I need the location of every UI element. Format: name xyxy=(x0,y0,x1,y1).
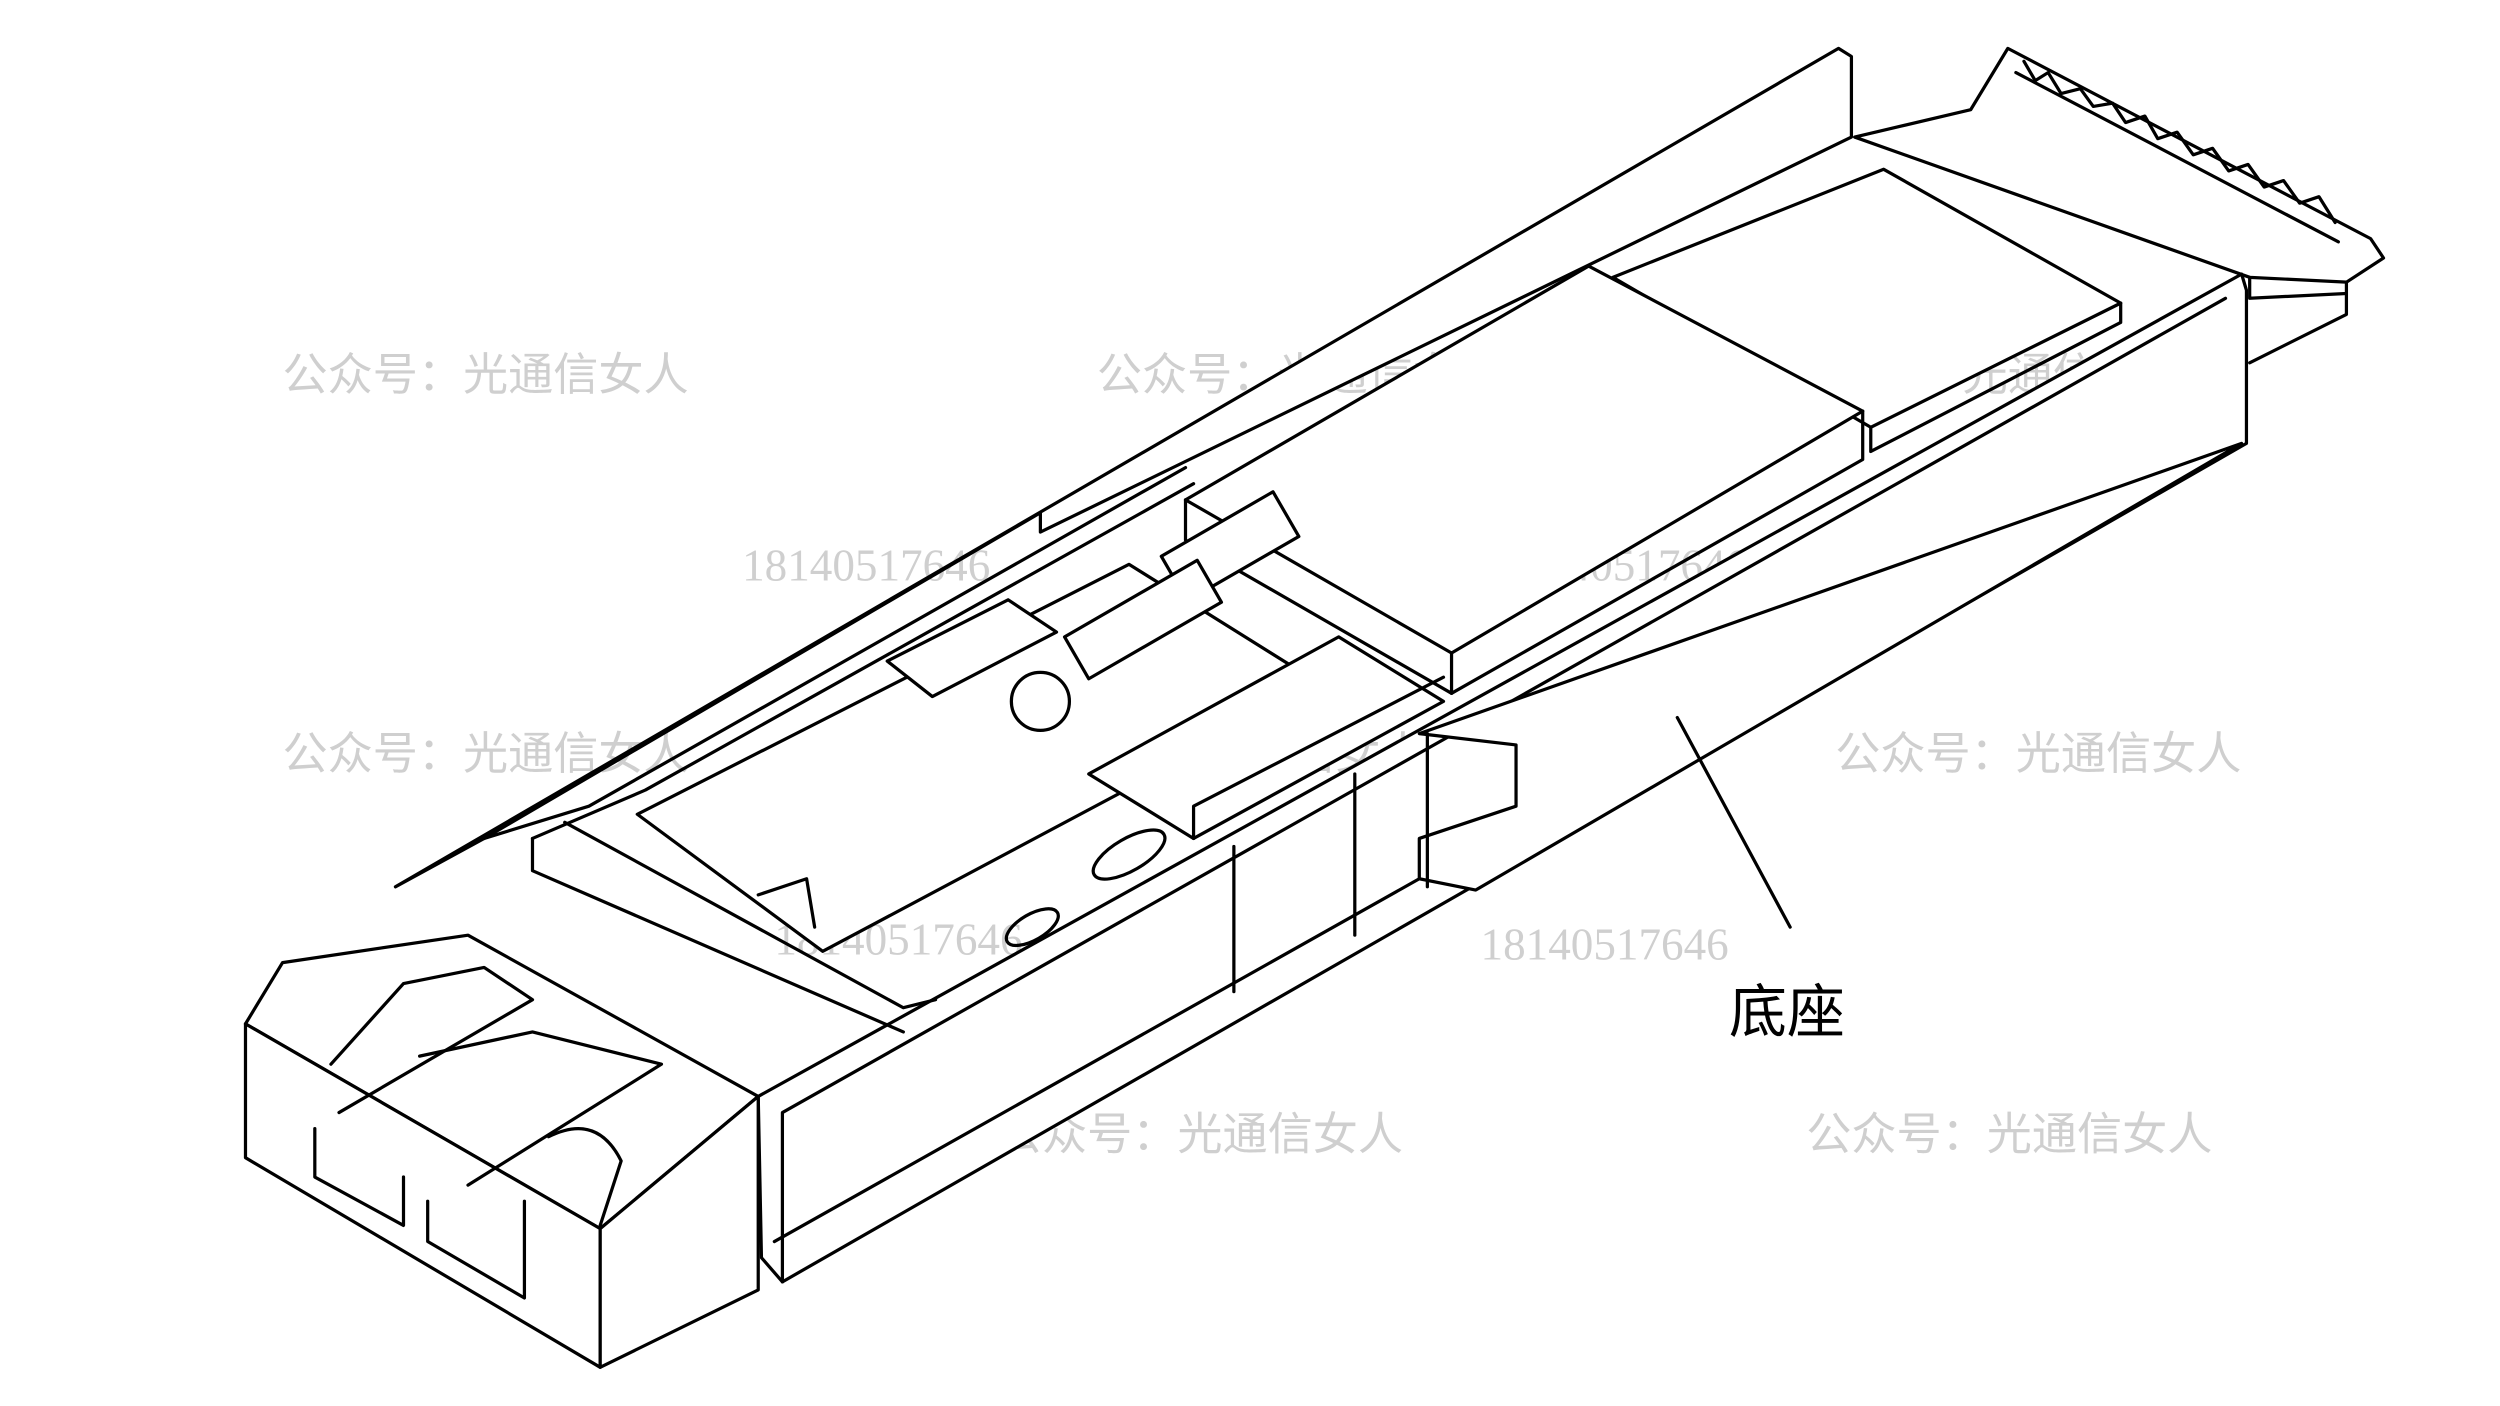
watermark: 公众号：光通信女人 xyxy=(1806,1108,2212,1161)
watermark: 公众号：光通信女人 xyxy=(283,348,689,401)
watermark: 公众号：光通信女人 xyxy=(283,727,689,780)
lc-receptacle xyxy=(243,933,760,1369)
pcb-components xyxy=(635,167,2123,953)
base-label: 底座 xyxy=(1729,978,1845,1046)
watermark-phone: 18140517646 xyxy=(1481,919,1729,969)
watermark: 公众号：光通信女人 xyxy=(1835,727,2241,780)
housing-base xyxy=(393,46,2249,1284)
edge-connector xyxy=(1853,46,2386,365)
label-leader-line xyxy=(1675,715,1792,929)
